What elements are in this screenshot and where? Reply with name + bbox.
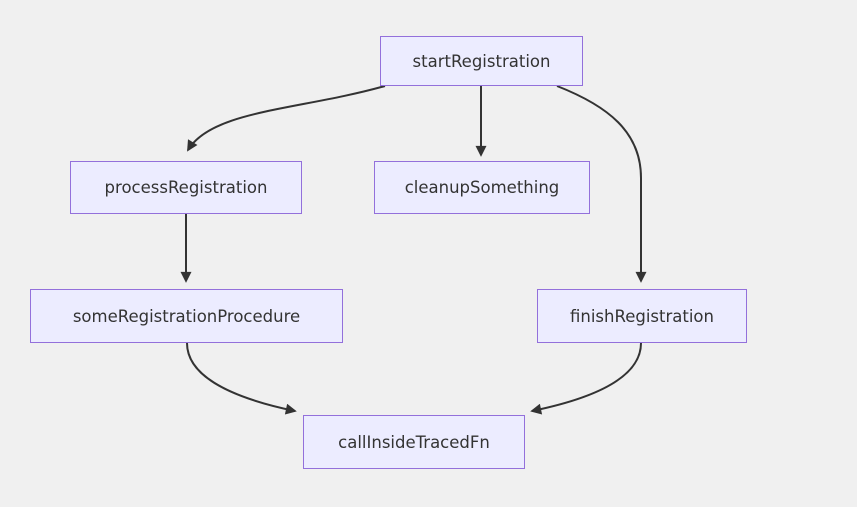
node-cleanupSomething: cleanupSomething — [374, 161, 590, 214]
node-callInsideTracedFn: callInsideTracedFn — [303, 415, 525, 469]
node-finishRegistration: finishRegistration — [537, 289, 747, 343]
edge-finishRegistration-to-callInsideTracedFn — [530, 342, 642, 415]
edge-startRegistration-to-processRegistration — [187, 85, 386, 152]
edge-startRegistration-to-finishRegistration — [556, 85, 647, 283]
node-processRegistration: processRegistration — [70, 161, 302, 214]
edge-someRegistrationProcedure-to-callInsideTracedFn — [186, 342, 297, 415]
node-startRegistration: startRegistration — [380, 36, 583, 86]
node-someRegistrationProcedure: someRegistrationProcedure — [30, 289, 343, 343]
